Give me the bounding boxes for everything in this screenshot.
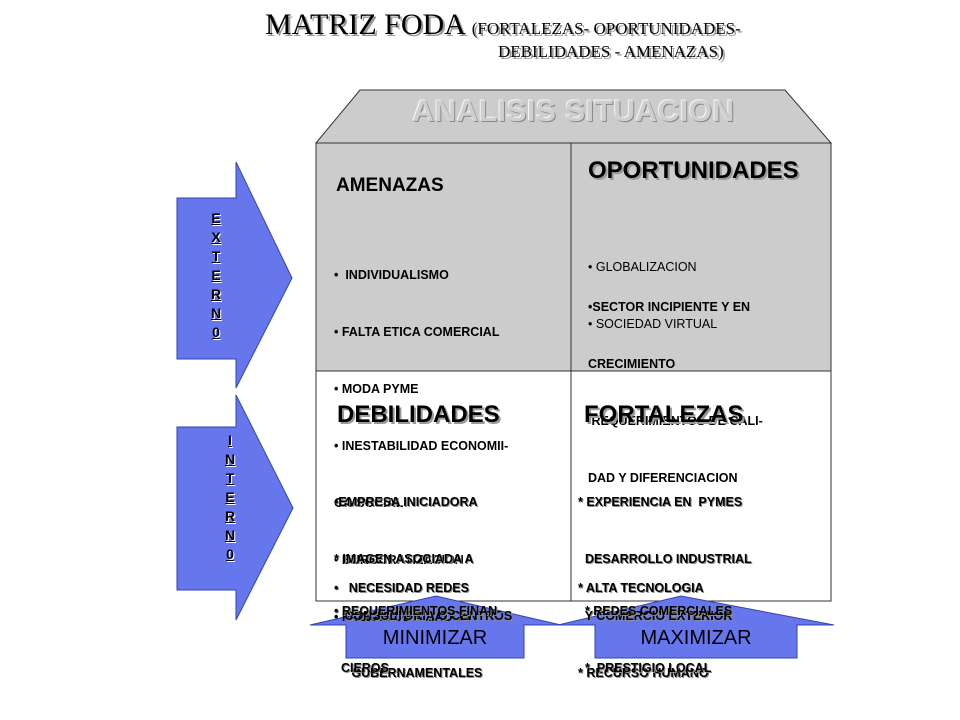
externo-letter: T bbox=[211, 248, 221, 264]
externo-letter: 0 bbox=[212, 324, 220, 340]
debilidades-list: •EMPRESA INICIADORA * IMAGEN ASOCIADA A … bbox=[334, 455, 512, 702]
interno-letter: N bbox=[224, 527, 236, 543]
fortalezas-list-2: * ALTA TECNOLOGIA bbox=[578, 541, 704, 617]
list-item: • NECESIDAD REDES bbox=[334, 581, 469, 595]
title-main-text: MATRIZ FODA bbox=[265, 8, 465, 41]
list-item: DAD Y DIFERENCIACION bbox=[588, 471, 738, 485]
list-item: Y COMERCIO EXTERIOR bbox=[578, 609, 733, 623]
list-item: • REQUERIMIENTOS FINAN- bbox=[334, 604, 502, 618]
internal-block bbox=[315, 370, 832, 602]
fortalezas-list: * EXPERIENCIA EN PYMES DESARROLLO INDUST… bbox=[578, 455, 752, 702]
list-item: •SECTOR INCIPIENTE Y EN bbox=[588, 300, 751, 314]
oportunidades-heading: OPORTUNIDADES bbox=[588, 157, 799, 184]
debilidades-list-3: • REQUERIMIENTOS FINAN- CIEROS bbox=[334, 564, 501, 697]
list-item: CIEROS bbox=[334, 661, 389, 675]
page-title: MATRIZ FODA (FORTALEZAS- OPORTUNIDADES- bbox=[265, 8, 741, 46]
externo-letter: E bbox=[211, 267, 221, 283]
externo-letter: E bbox=[211, 210, 221, 226]
interno-arrow bbox=[176, 394, 294, 621]
list-item: • SOCIEDAD VIRTUAL bbox=[588, 317, 718, 331]
interno-letter: T bbox=[225, 470, 235, 486]
list-item: • GLOBALIZACION bbox=[588, 260, 697, 274]
maximizar-arrow bbox=[557, 595, 835, 659]
amenazas-heading: AMENAZAS bbox=[336, 175, 444, 196]
interno-letter: I bbox=[228, 432, 232, 448]
amenazas-list: • INDIVIDUALISMO • FALTA ETICA COMERCIAL… bbox=[334, 228, 508, 646]
interno-letter: R bbox=[224, 508, 236, 524]
debilidades-heading: DEBILIDADES bbox=[337, 401, 500, 428]
list-item: CRECIMIENTO bbox=[588, 357, 676, 371]
list-item: DESARROLLO INDUSTRIAL bbox=[578, 552, 752, 566]
minimizar-arrow bbox=[309, 595, 562, 659]
situation-analysis-label: ANALISIS SITUACION bbox=[412, 95, 735, 128]
list-item: • BUROCRATIZACION bbox=[334, 553, 464, 567]
list-item: •EMPRESA INICIADORA bbox=[334, 495, 478, 509]
list-item: • INESTABILIDAD ECONOMII- bbox=[334, 439, 509, 453]
oportunidades-list-light: • GLOBALIZACION • SOCIEDAD VIRTUAL bbox=[588, 220, 717, 353]
title-subtitle-line1: (FORTALEZAS- OPORTUNIDADES- bbox=[471, 19, 741, 38]
list-item: CONSULTORIA O CENTROS bbox=[334, 609, 513, 623]
externo-label: E X T E R N 0 bbox=[205, 209, 227, 342]
title-subtitle-line2: DEBILIDADES - AMENAZAS) bbox=[498, 42, 724, 61]
list-item: • FALLAS DE ALIADOS bbox=[334, 610, 471, 624]
externo-letter: N bbox=[210, 305, 222, 321]
list-item: * EXPERIENCIA EN PYMES bbox=[578, 495, 743, 509]
interno-letter: N bbox=[224, 451, 236, 467]
fortalezas-heading: FORTALEZAS bbox=[584, 401, 744, 428]
list-item: • INDIVIDUALISMO bbox=[334, 268, 449, 282]
list-item: * IMAGEN ASOCIADA A bbox=[334, 552, 474, 566]
list-item: • MODA PYME bbox=[334, 382, 419, 396]
externo-letter: R bbox=[210, 286, 222, 302]
list-item: * PRESTIGIO LOCAL bbox=[578, 661, 712, 675]
fortalezas-list-3: * REDES COMERCIALES * PRESTIGIO LOCAL bbox=[578, 564, 732, 697]
list-item: * ALTA TECNOLOGIA bbox=[578, 581, 704, 595]
debilidades-list-2: • NECESIDAD REDES bbox=[334, 541, 469, 617]
oportunidades-list: •SECTOR INCIPIENTE Y EN CRECIMIENTO REQU… bbox=[588, 260, 763, 507]
interno-label: I N T E R N 0 bbox=[219, 431, 241, 564]
maximizar-label: MAXIMIZAR bbox=[640, 627, 752, 649]
list-item: GUBERNAMENTALES bbox=[334, 666, 483, 680]
externo-arrow bbox=[176, 161, 293, 389]
interno-letter: 0 bbox=[226, 546, 234, 562]
list-item: * REDES COMERCIALES bbox=[578, 604, 733, 618]
list-item: * RECURSO HUMANO bbox=[578, 666, 709, 680]
list-item: • FALTA ETICA COMERCIAL bbox=[334, 325, 500, 339]
minimizar-label: MINIMIZAR bbox=[382, 627, 488, 649]
externo-letter: X bbox=[211, 229, 221, 245]
list-item: CA-SOCIAL bbox=[334, 496, 404, 510]
interno-letter: E bbox=[225, 489, 235, 505]
external-block bbox=[315, 142, 832, 372]
list-item: REQUERIMIENTOS DE CALI- bbox=[588, 414, 763, 428]
